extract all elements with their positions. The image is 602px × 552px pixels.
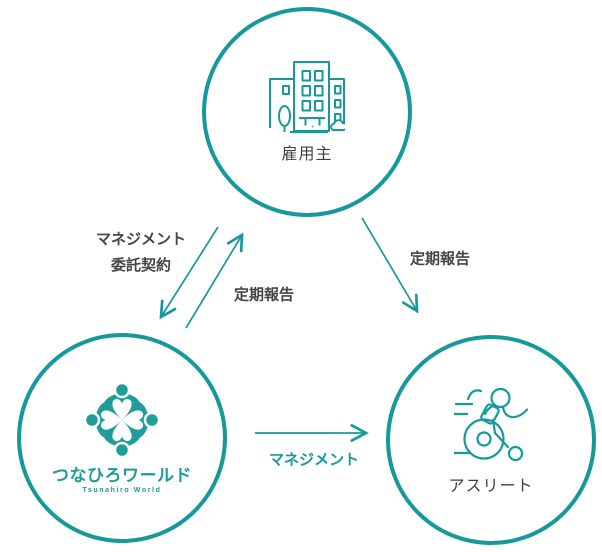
wheelchair-racer-icon bbox=[454, 387, 528, 461]
node-tsunahiro-label: つなひろワールド bbox=[52, 466, 192, 485]
edge-label-management-contract: マネジメント 委託契約 bbox=[96, 227, 186, 279]
edge-label-management-contract-line2: 委託契約 bbox=[110, 257, 172, 274]
arrow-employer-to-tsunahiro bbox=[159, 226, 219, 320]
node-employer-label: 雇用主 bbox=[281, 146, 333, 163]
clover-people-logo bbox=[84, 382, 160, 458]
edge-label-management-contract-line1: マネジメント bbox=[95, 231, 187, 248]
edge-label-report-to-employer: 定期報告 bbox=[233, 286, 295, 304]
office-building-icon bbox=[269, 61, 345, 133]
node-employer: 雇用主 bbox=[202, 7, 412, 217]
arrow-employer-to-athlete bbox=[361, 217, 419, 314]
edge-label-report-to-athlete: 定期報告 bbox=[409, 250, 471, 268]
node-athlete-label: アスリート bbox=[448, 477, 534, 495]
arrow-tsunahiro-to-employer bbox=[185, 232, 244, 329]
node-tsunahiro-sublabel: Tsunahiro World bbox=[82, 487, 162, 494]
node-athlete: アスリート bbox=[386, 335, 596, 545]
edge-label-management: マネジメント bbox=[268, 451, 360, 469]
node-tsunahiro: つなひろワールド Tsunahiro World bbox=[17, 333, 227, 543]
